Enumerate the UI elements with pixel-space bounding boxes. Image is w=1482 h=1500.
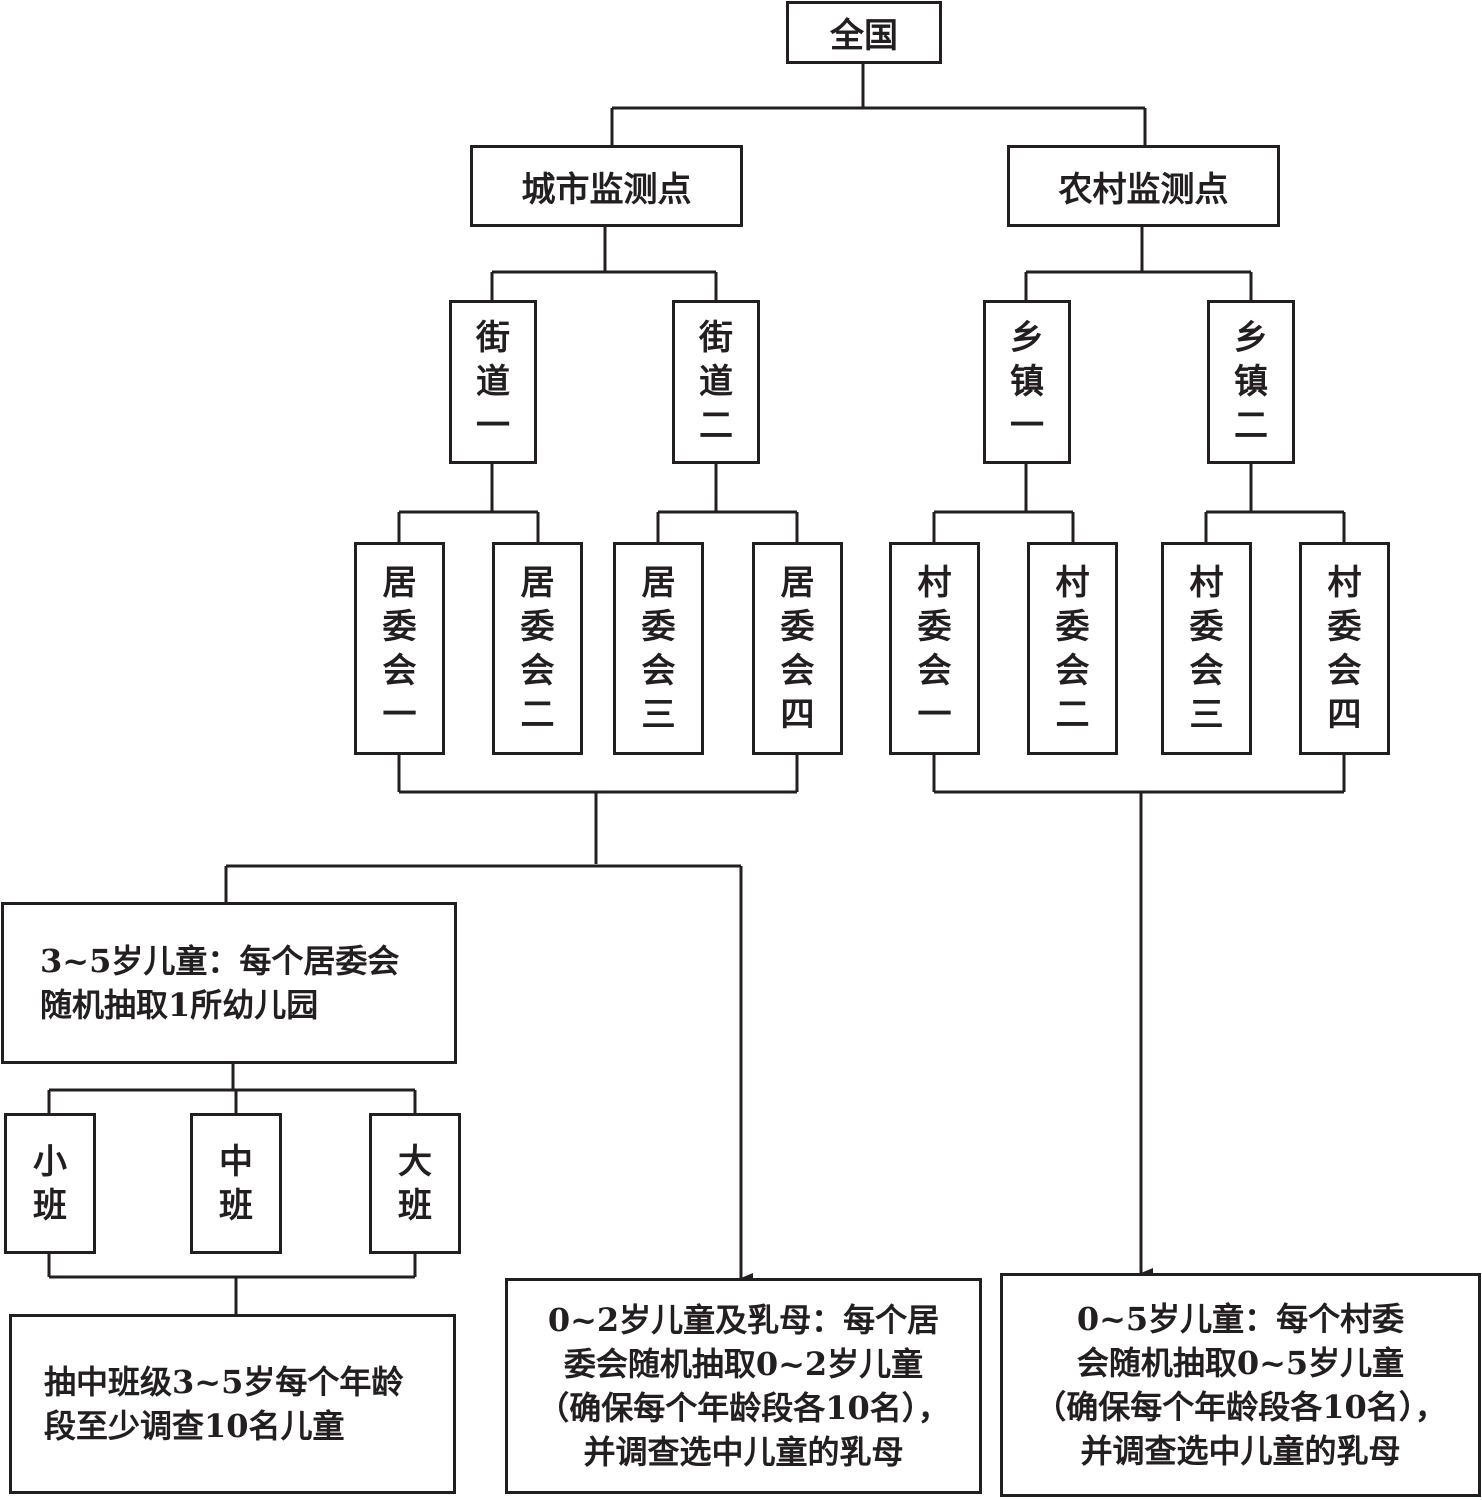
char: 二 [1055,694,1090,735]
char: 班 [33,1185,67,1226]
char: 居 [520,562,555,603]
char: 委 [1055,606,1090,647]
node-rural-monitoring: 农村监测点 [1007,145,1280,227]
char: 道 [699,362,733,402]
node-residents-committee-4: 居 委 会 四 [752,542,843,755]
node-large-class: 大 班 [369,1113,461,1254]
node-urban-label: 城市监测点 [521,169,692,210]
node-rural-children-survey: 0~5岁儿童：每个村委 会随机抽取0~5岁儿童 （确保每个年龄段各10名）， 并… [1000,1273,1481,1497]
char: 委 [1189,606,1224,647]
char: 居 [382,562,417,603]
char: 村 [1189,562,1224,603]
char: 镇 [1010,362,1044,402]
char: 村 [917,562,952,603]
char: 会 [382,650,417,691]
char: 镇 [1234,362,1268,402]
char: 四 [780,694,815,735]
text-line: 委会随机抽取0~2岁儿童 [563,1345,924,1383]
char: 会 [1055,650,1090,691]
char: 中 [219,1141,253,1182]
char: 委 [520,606,555,647]
char: 委 [780,606,815,647]
char: 乡 [1234,318,1268,358]
node-class-survey: 抽中班级3~5岁每个年龄 段至少调查10名儿童 [9,1314,456,1494]
char: 三 [641,694,676,735]
char: 村 [1055,562,1090,603]
char: 街 [476,318,510,358]
node-national-label: 全国 [830,16,898,56]
char: 村 [1327,562,1362,603]
node-village-committee-1: 村 委 会 一 [889,542,980,755]
node-street-1: 街 道 一 [449,300,537,464]
char: 委 [641,606,676,647]
text-line: 0~5岁儿童：每个村委 [1076,1300,1405,1338]
char: 三 [1189,694,1224,735]
char: 班 [219,1185,253,1226]
text-line: 抽中班级3~5岁每个年龄 [44,1363,404,1401]
char: 二 [520,694,555,735]
node-town-2: 乡 镇 二 [1207,300,1295,464]
node-urban-infant-survey: 0~2岁儿童及乳母：每个居 委会随机抽取0~2岁儿童 （确保每个年龄段各10名）… [505,1278,982,1494]
char: 二 [1234,406,1268,446]
char: 一 [1010,406,1044,446]
text-line: 0~2岁儿童及乳母：每个居 [547,1301,940,1339]
char: 四 [1327,694,1362,735]
char: 委 [1327,606,1362,647]
node-national: 全国 [786,1,942,64]
char: 居 [641,562,676,603]
char: 会 [1189,650,1224,691]
text-line: （确保每个年龄段各10名）， [1034,1388,1447,1426]
char: 二 [699,406,733,446]
char: 小 [33,1141,67,1182]
node-village-committee-3: 村 委 会 三 [1161,542,1252,755]
char: 居 [780,562,815,603]
char: 街 [699,318,733,358]
text-line: 3~5岁儿童：每个居委会 [40,942,400,980]
node-residents-committee-1: 居 委 会 一 [354,542,445,755]
node-street-2: 街 道 二 [672,300,760,464]
node-middle-class: 中 班 [190,1113,282,1254]
text-line: 会随机抽取0~5岁儿童 [1076,1344,1405,1382]
node-small-class: 小 班 [4,1113,96,1254]
char: 一 [476,406,510,446]
node-village-committee-4: 村 委 会 四 [1299,542,1390,755]
char: 乡 [1010,318,1044,358]
char: 会 [780,650,815,691]
node-residents-committee-2: 居 委 会 二 [492,542,583,755]
node-rural-label: 农村监测点 [1058,169,1229,210]
char: 会 [641,650,676,691]
char: 委 [382,606,417,647]
text-line: 并调查选中儿童的乳母 [583,1433,904,1471]
text-line: （确保每个年龄段各10名）， [537,1389,950,1427]
char: 会 [917,650,952,691]
char: 一 [917,694,952,735]
char: 一 [382,694,417,735]
node-urban-monitoring: 城市监测点 [470,145,743,227]
char: 会 [520,650,555,691]
node-residents-committee-3: 居 委 会 三 [613,542,704,755]
char: 班 [398,1185,432,1226]
char: 会 [1327,650,1362,691]
char: 大 [398,1141,432,1182]
text-line: 随机抽取1所幼儿园 [40,986,319,1024]
char: 委 [917,606,952,647]
text-line: 并调查选中儿童的乳母 [1080,1432,1401,1470]
char: 道 [476,362,510,402]
node-town-1: 乡 镇 一 [983,300,1071,464]
node-village-committee-2: 村 委 会 二 [1027,542,1118,755]
text-line: 段至少调查10名儿童 [44,1407,345,1445]
node-kindergarten-sampling: 3~5岁儿童：每个居委会 随机抽取1所幼儿园 [1,902,457,1064]
